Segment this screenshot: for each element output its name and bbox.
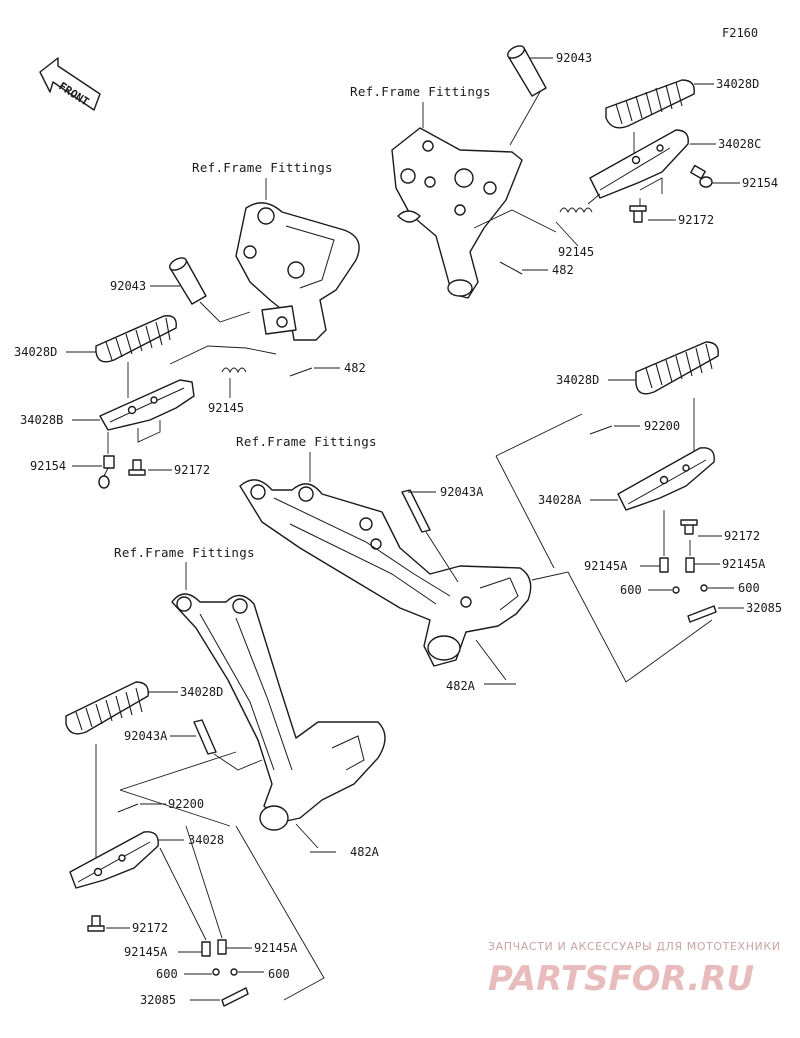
label-92154-tl: 92154	[30, 459, 66, 473]
label-92145-tl: 92145	[208, 401, 244, 415]
spring-92145-top-right: 92145	[555, 193, 601, 259]
label-482-tl: 482	[344, 361, 366, 375]
label-92145a-bl-right: 92145A	[254, 941, 298, 955]
pin-92043-top-left: 92043	[110, 257, 251, 323]
label-482-tr: 482	[552, 263, 574, 277]
ref-frame-fittings-top-left: Ref.Frame Fittings	[192, 160, 333, 175]
label-600-bl-left: 600	[156, 967, 178, 981]
label-92172-mr: 92172	[724, 529, 760, 543]
label-92172-tr: 92172	[678, 213, 714, 227]
label-92172-tl: 92172	[174, 463, 210, 477]
footpeg-34028-bottom-left: 34028	[69, 831, 224, 889]
label-34028d-bl: 34028D	[180, 685, 223, 699]
label-482a-bl: 482A	[350, 845, 380, 859]
label-482a-m: 482A	[446, 679, 476, 693]
label-92200-bl: 92200	[168, 797, 204, 811]
label-34028d-tr: 34028D	[716, 77, 759, 91]
bracket-top-left	[235, 202, 360, 341]
footpeg-34028c-top-right: 34028C	[589, 129, 761, 199]
bracket-bottom-left	[171, 593, 386, 831]
bottom-left-assembly: Ref.Frame Fittings 34028D 92043A	[65, 545, 386, 1007]
label-92043-tr: 92043	[556, 51, 592, 65]
watermark-logo: ЗАПЧАСТИ И АКСЕССУАРЫ ДЛЯ МОТОТЕХНИКИ PA…	[488, 940, 781, 999]
bolt-92172-top-left: 92172	[128, 459, 210, 477]
label-92154-tr: 92154	[742, 176, 778, 190]
ball-600-bottom-left: 600 600	[156, 967, 290, 981]
pin-92043a-bottom-left: 92043A	[124, 719, 263, 771]
ref-frame-fittings-bottom-left: Ref.Frame Fittings	[114, 545, 255, 560]
pin-92200-mid-right: 92200	[589, 419, 680, 435]
ref-frame-fittings-middle: Ref.Frame Fittings	[236, 434, 377, 449]
label-32085-bl: 32085	[140, 993, 176, 1007]
pin-32085-bottom-left: 32085	[140, 987, 249, 1007]
label-92145-tr: 92145	[558, 245, 594, 259]
bolt-92172-mid-right: 92172	[680, 519, 760, 543]
footpeg-rubber-34028d-mid-right: 34028D	[556, 341, 719, 456]
label-600-mr-left: 600	[620, 583, 642, 597]
spring-92145a-bottom-left: 92145A 92145A	[124, 825, 298, 959]
bracket-middle	[239, 479, 532, 667]
label-92043-tl: 92043	[110, 279, 146, 293]
top-left-assembly: Ref.Frame Fittings 92043 34028D	[14, 160, 366, 489]
spring-92145-top-left: 92145	[169, 345, 277, 415]
label-34028a-mr: 34028A	[538, 493, 582, 507]
footpeg-34028b-top-left: 34028B	[20, 379, 195, 443]
bolt-92154-top-right: 92154	[690, 164, 778, 190]
pin-92043a-middle: 92043A	[401, 485, 484, 583]
label-32085-mr: 32085	[746, 601, 782, 615]
label-34028b-tl: 34028B	[20, 413, 63, 427]
top-right-assembly: Ref.Frame Fittings 34028D 92043 34028C 9…	[350, 45, 778, 299]
bolt-92154-top-left: 92154	[30, 432, 115, 489]
spring-92145a-mid-right: 92145A 92145A	[584, 510, 766, 573]
pin-32085-mid-right: 32085	[687, 601, 782, 623]
label-92043a-m: 92043A	[440, 485, 484, 499]
cotter-pin-482-top-right: 482	[473, 209, 574, 277]
ball-600-mid-right: 600 600	[620, 581, 760, 597]
label-92200-mr: 92200	[644, 419, 680, 433]
cotter-pin-482a-bottom-left: 482A	[295, 823, 380, 859]
cotter-pin-482a-middle: 482A	[446, 639, 516, 693]
label-92145a-mr-left: 92145A	[584, 559, 628, 573]
front-arrow-icon: FRONT	[39, 57, 101, 111]
label-92172-bl: 92172	[132, 921, 168, 935]
footpeg-rubber-34028d-bottom-left: 34028D	[65, 681, 223, 864]
middle-assembly: Ref.Frame Fittings 92043A 482A	[236, 434, 532, 693]
label-34028d-tl: 34028D	[14, 345, 57, 359]
footpeg-rubber-34028d-top-left: 34028D	[14, 315, 177, 398]
watermark-line2: PARTSFOR.RU	[488, 959, 754, 999]
label-600-bl-right: 600	[268, 967, 290, 981]
label-92145a-bl-left: 92145A	[124, 945, 168, 959]
watermark-line1: ЗАПЧАСТИ И АКСЕССУАРЫ ДЛЯ МОТОТЕХНИКИ	[488, 940, 781, 953]
footpeg-rubber-34028d-top-right: 34028D	[605, 77, 759, 129]
label-34028-bl: 34028	[188, 833, 224, 847]
middle-right-assembly: 34028D 92200 34028A 92172 92145A	[495, 341, 782, 683]
bracket-top-right	[391, 127, 523, 299]
label-92043a-bl: 92043A	[124, 729, 168, 743]
bolt-92172-top-right: 92172	[629, 177, 714, 227]
label-34028d-mr: 34028D	[556, 373, 599, 387]
footpeg-34028a-mid-right: 34028A	[538, 447, 715, 511]
label-92145a-mr-right: 92145A	[722, 557, 766, 571]
pin-92200-bottom-left: 92200	[117, 797, 204, 813]
cotter-pin-482-top-left: 482	[289, 361, 366, 377]
label-34028c-tr: 34028C	[718, 137, 761, 151]
bolt-92172-bottom-left: 92172	[87, 915, 168, 935]
pin-92043-top-right	[507, 45, 547, 146]
diagram-code: F2160	[722, 26, 758, 40]
ref-frame-fittings-top-right: Ref.Frame Fittings	[350, 84, 491, 99]
label-600-mr-right: 600	[738, 581, 760, 595]
